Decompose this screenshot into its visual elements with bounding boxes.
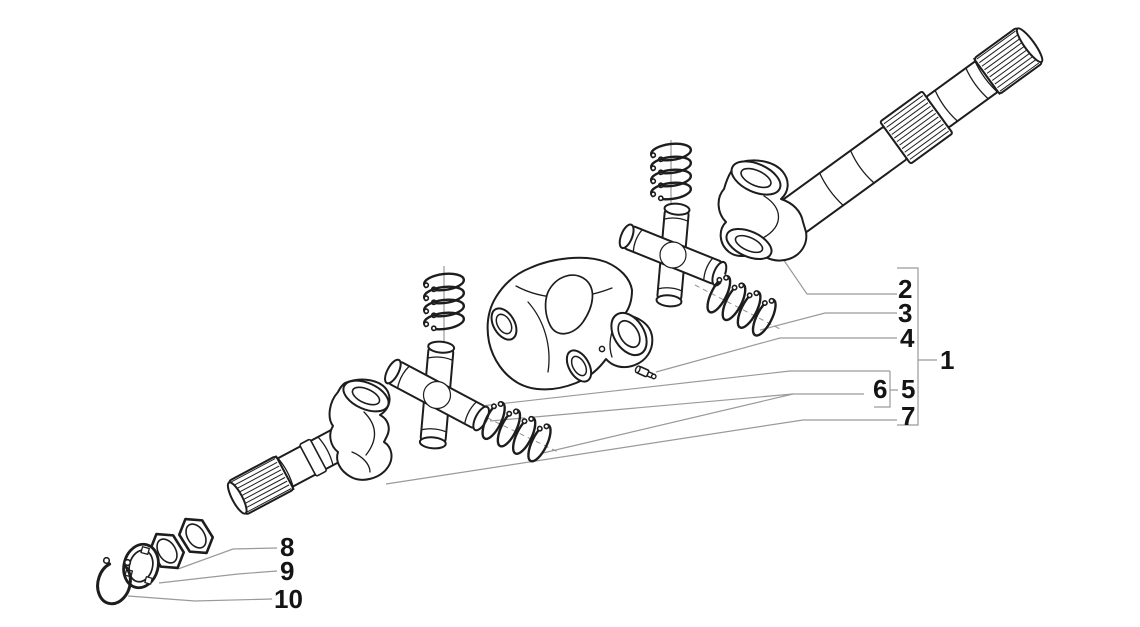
- callout-labels: 2 3 4 1 6 5 7 8 9 10: [274, 274, 954, 614]
- lower-snap-ring-set: [481, 400, 552, 463]
- callout-label-3: 3: [898, 298, 912, 328]
- bracket-6: [874, 371, 898, 408]
- thrust-washer-rear: [177, 517, 215, 555]
- leader-3: [759, 312, 897, 331]
- callout-label-4: 4: [900, 323, 915, 353]
- callout-label-8: 8: [280, 532, 294, 562]
- lower-circlip-stack: [422, 272, 466, 332]
- leader-9: [158, 570, 278, 584]
- leader-5: [542, 393, 794, 454]
- upper-snap-ring-set: [706, 274, 777, 337]
- outer-shaft-yoke: [717, 159, 808, 262]
- callout-label-6: 6: [873, 374, 887, 404]
- upper-circlip-stack: [649, 142, 693, 202]
- center-double-yoke: [486, 256, 654, 391]
- callout-label-5: 5: [901, 374, 915, 404]
- lower-cross-journal: [384, 340, 490, 450]
- leader-7: [385, 419, 897, 485]
- stub-shaft-yoke: [328, 378, 393, 481]
- callout-label-2: 2: [898, 274, 912, 304]
- callout-label-7: 7: [901, 401, 915, 431]
- lubrication-fitting: [634, 365, 657, 380]
- outer-axle-shaft: [780, 27, 1044, 234]
- callout-label-9: 9: [280, 556, 294, 586]
- leader-4: [655, 337, 897, 373]
- retaining-snap-ring: [96, 556, 132, 606]
- leader-6: [489, 393, 794, 422]
- callout-label-10: 10: [274, 584, 303, 614]
- slotted-washer: [122, 542, 160, 590]
- leader-10: [127, 595, 273, 602]
- leader-2: [782, 258, 897, 295]
- leader-lines: [127, 258, 937, 602]
- bracket-group-1: [897, 267, 919, 426]
- leader-6-bracket-arm: [480, 370, 890, 407]
- callout-label-1: 1: [940, 345, 954, 375]
- grease-fitting-hole: [598, 345, 606, 353]
- leader-8: [177, 547, 278, 570]
